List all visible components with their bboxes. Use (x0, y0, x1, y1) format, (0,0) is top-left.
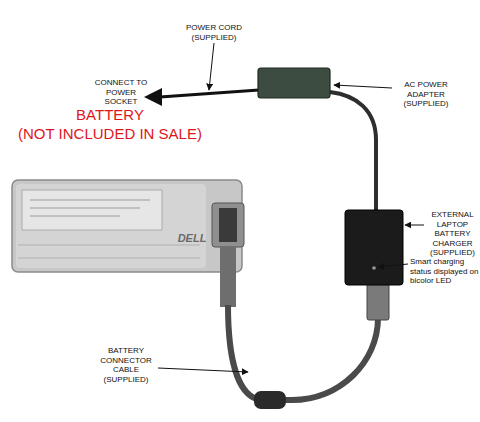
callout-label: AC POWER ADAPTER (SUPPLIED) (395, 80, 457, 109)
connector-cable (228, 305, 378, 400)
plug-pins (219, 208, 237, 242)
leader-arrow (158, 368, 248, 372)
callout-label: CONNECT TO POWER SOCKET (90, 78, 152, 107)
socket-arrow-head (144, 88, 162, 106)
battery-ridge (18, 245, 200, 246)
status-led (372, 266, 376, 270)
callout-label: Smart charging status displayed on bicol… (410, 257, 480, 286)
battery-ridge (18, 258, 200, 259)
leader-arrow (334, 85, 392, 88)
callout-label: (NOT INCLUDED IN SALE) (10, 125, 210, 143)
battery-face (16, 184, 206, 268)
sticker-text-line (30, 216, 120, 217)
leader-arrow (378, 264, 408, 267)
battery-body (12, 180, 242, 272)
battery-sticker (22, 190, 162, 230)
brand-logo: DELL (172, 232, 212, 244)
charger-plug (367, 284, 389, 320)
callout-label: EXTERNAL LAPTOP BATTERY CHARGER (SUPPLIE… (425, 210, 480, 258)
ac-adapter (258, 68, 330, 98)
callout-label: BATTERY CONNECTOR CABLE (SUPPLIED) (96, 346, 156, 384)
sticker-text-line (30, 200, 150, 201)
ferrite-bead (254, 391, 286, 409)
leader-arrow (405, 225, 424, 226)
leader-arrow (209, 43, 214, 90)
dc-cable (330, 92, 376, 212)
power-cord (160, 90, 259, 97)
callout-label: POWER CORD (SUPPLIED) (172, 23, 256, 42)
charger-box (345, 210, 403, 285)
battery-plug (212, 203, 244, 247)
plug-strain-relief (220, 247, 236, 307)
sticker-text-line (30, 208, 140, 209)
callout-label: BATTERY (10, 106, 210, 124)
